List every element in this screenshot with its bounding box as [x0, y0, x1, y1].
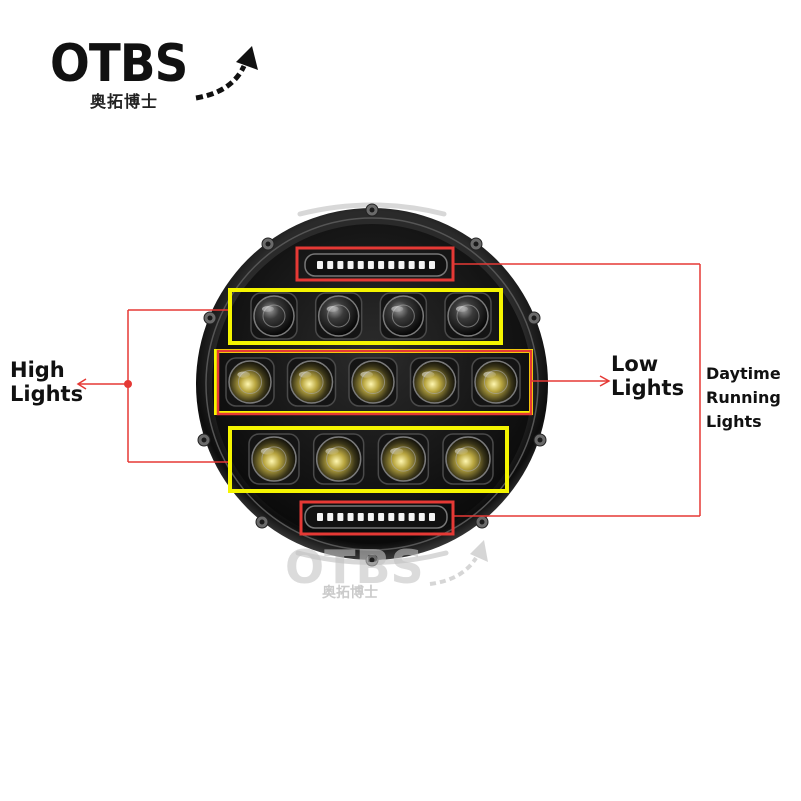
drl-led	[337, 513, 344, 521]
drl-led	[337, 261, 344, 269]
rim-screws	[197, 203, 547, 567]
daytime-running-lights-label: Daytime Running Lights	[706, 362, 781, 434]
high-beam-lens	[377, 433, 430, 485]
watermark-arrow-icon	[429, 556, 478, 586]
drl-label-line-1: Daytime	[706, 364, 781, 383]
high-beam-lens	[248, 433, 300, 485]
low-beam-lens	[225, 357, 275, 407]
rim-screw	[261, 237, 275, 251]
rim-screw	[365, 203, 379, 217]
rim-screw	[365, 553, 379, 567]
low-beam-lens	[348, 357, 398, 407]
drl-led	[388, 513, 395, 521]
rim-screw	[255, 515, 269, 529]
drl-connector	[453, 263, 701, 517]
high-beam-lens	[442, 433, 494, 485]
rim-screw	[533, 433, 547, 447]
drl-led	[408, 261, 415, 269]
drl-led	[398, 513, 405, 521]
drl-label-line-3: Lights	[706, 412, 762, 431]
drl-box-bottom	[299, 500, 455, 536]
drl-led	[347, 513, 354, 521]
high-beam-lens	[379, 292, 428, 340]
drl-led	[398, 261, 405, 269]
drl-led	[418, 261, 425, 269]
rim-screw	[469, 237, 483, 251]
high-lights-bracket	[76, 309, 228, 463]
rim-screw	[197, 433, 211, 447]
logo-arrow-icon	[195, 64, 247, 101]
drl-led	[429, 513, 435, 521]
drl-led	[418, 513, 425, 521]
drl-led	[317, 261, 323, 269]
drl-led	[367, 513, 374, 521]
low-beam-lens	[286, 357, 337, 407]
low-beam-row	[225, 357, 521, 407]
high-beam-box-bottom	[228, 426, 509, 493]
drl-led	[378, 513, 385, 521]
watermark-subtitle: 奥拓博士	[322, 585, 378, 601]
high-beam-row-top	[250, 292, 492, 340]
drl-led	[429, 261, 435, 269]
high-beam-row-bottom	[248, 433, 494, 485]
watermark-arrowhead-icon	[470, 540, 488, 562]
drl-led	[347, 261, 354, 269]
low-beam-lens	[409, 357, 460, 407]
logo-arrowhead-icon	[236, 46, 258, 70]
drl-led	[378, 261, 385, 269]
housing-inner-ring	[205, 217, 539, 551]
high-beam-box-top	[228, 288, 503, 345]
high-beam-lens	[444, 292, 492, 340]
low-lights-label: Low Lights	[611, 352, 685, 401]
low-beam-lens	[471, 357, 521, 407]
high-lights-bracket-dot	[124, 380, 132, 388]
rim-screw	[203, 311, 217, 325]
drl-bar-top	[304, 253, 448, 277]
drl-bar-bottom	[304, 505, 448, 529]
high-beam-lens	[250, 292, 298, 340]
high-lights-label: High Lights	[10, 358, 84, 407]
drl-led	[327, 261, 334, 269]
drl-led	[317, 513, 323, 521]
drl-led	[327, 513, 334, 521]
brand-logo-text: OTBS	[50, 34, 188, 94]
low-beam-frame	[216, 349, 533, 416]
brand-logo-subtitle: 奥拓博士	[90, 92, 159, 111]
watermark-text: OTBS	[285, 540, 424, 594]
drl-label-line-2: Running	[706, 388, 781, 407]
drl-led	[357, 513, 364, 521]
high-beam-lens	[314, 292, 363, 340]
high-beam-lens	[312, 433, 365, 485]
drl-led	[408, 513, 415, 521]
drl-led	[367, 261, 374, 269]
rim-screw	[527, 311, 541, 325]
low-lights-arrow	[531, 375, 611, 387]
drl-led	[388, 261, 395, 269]
drl-led	[357, 261, 364, 269]
